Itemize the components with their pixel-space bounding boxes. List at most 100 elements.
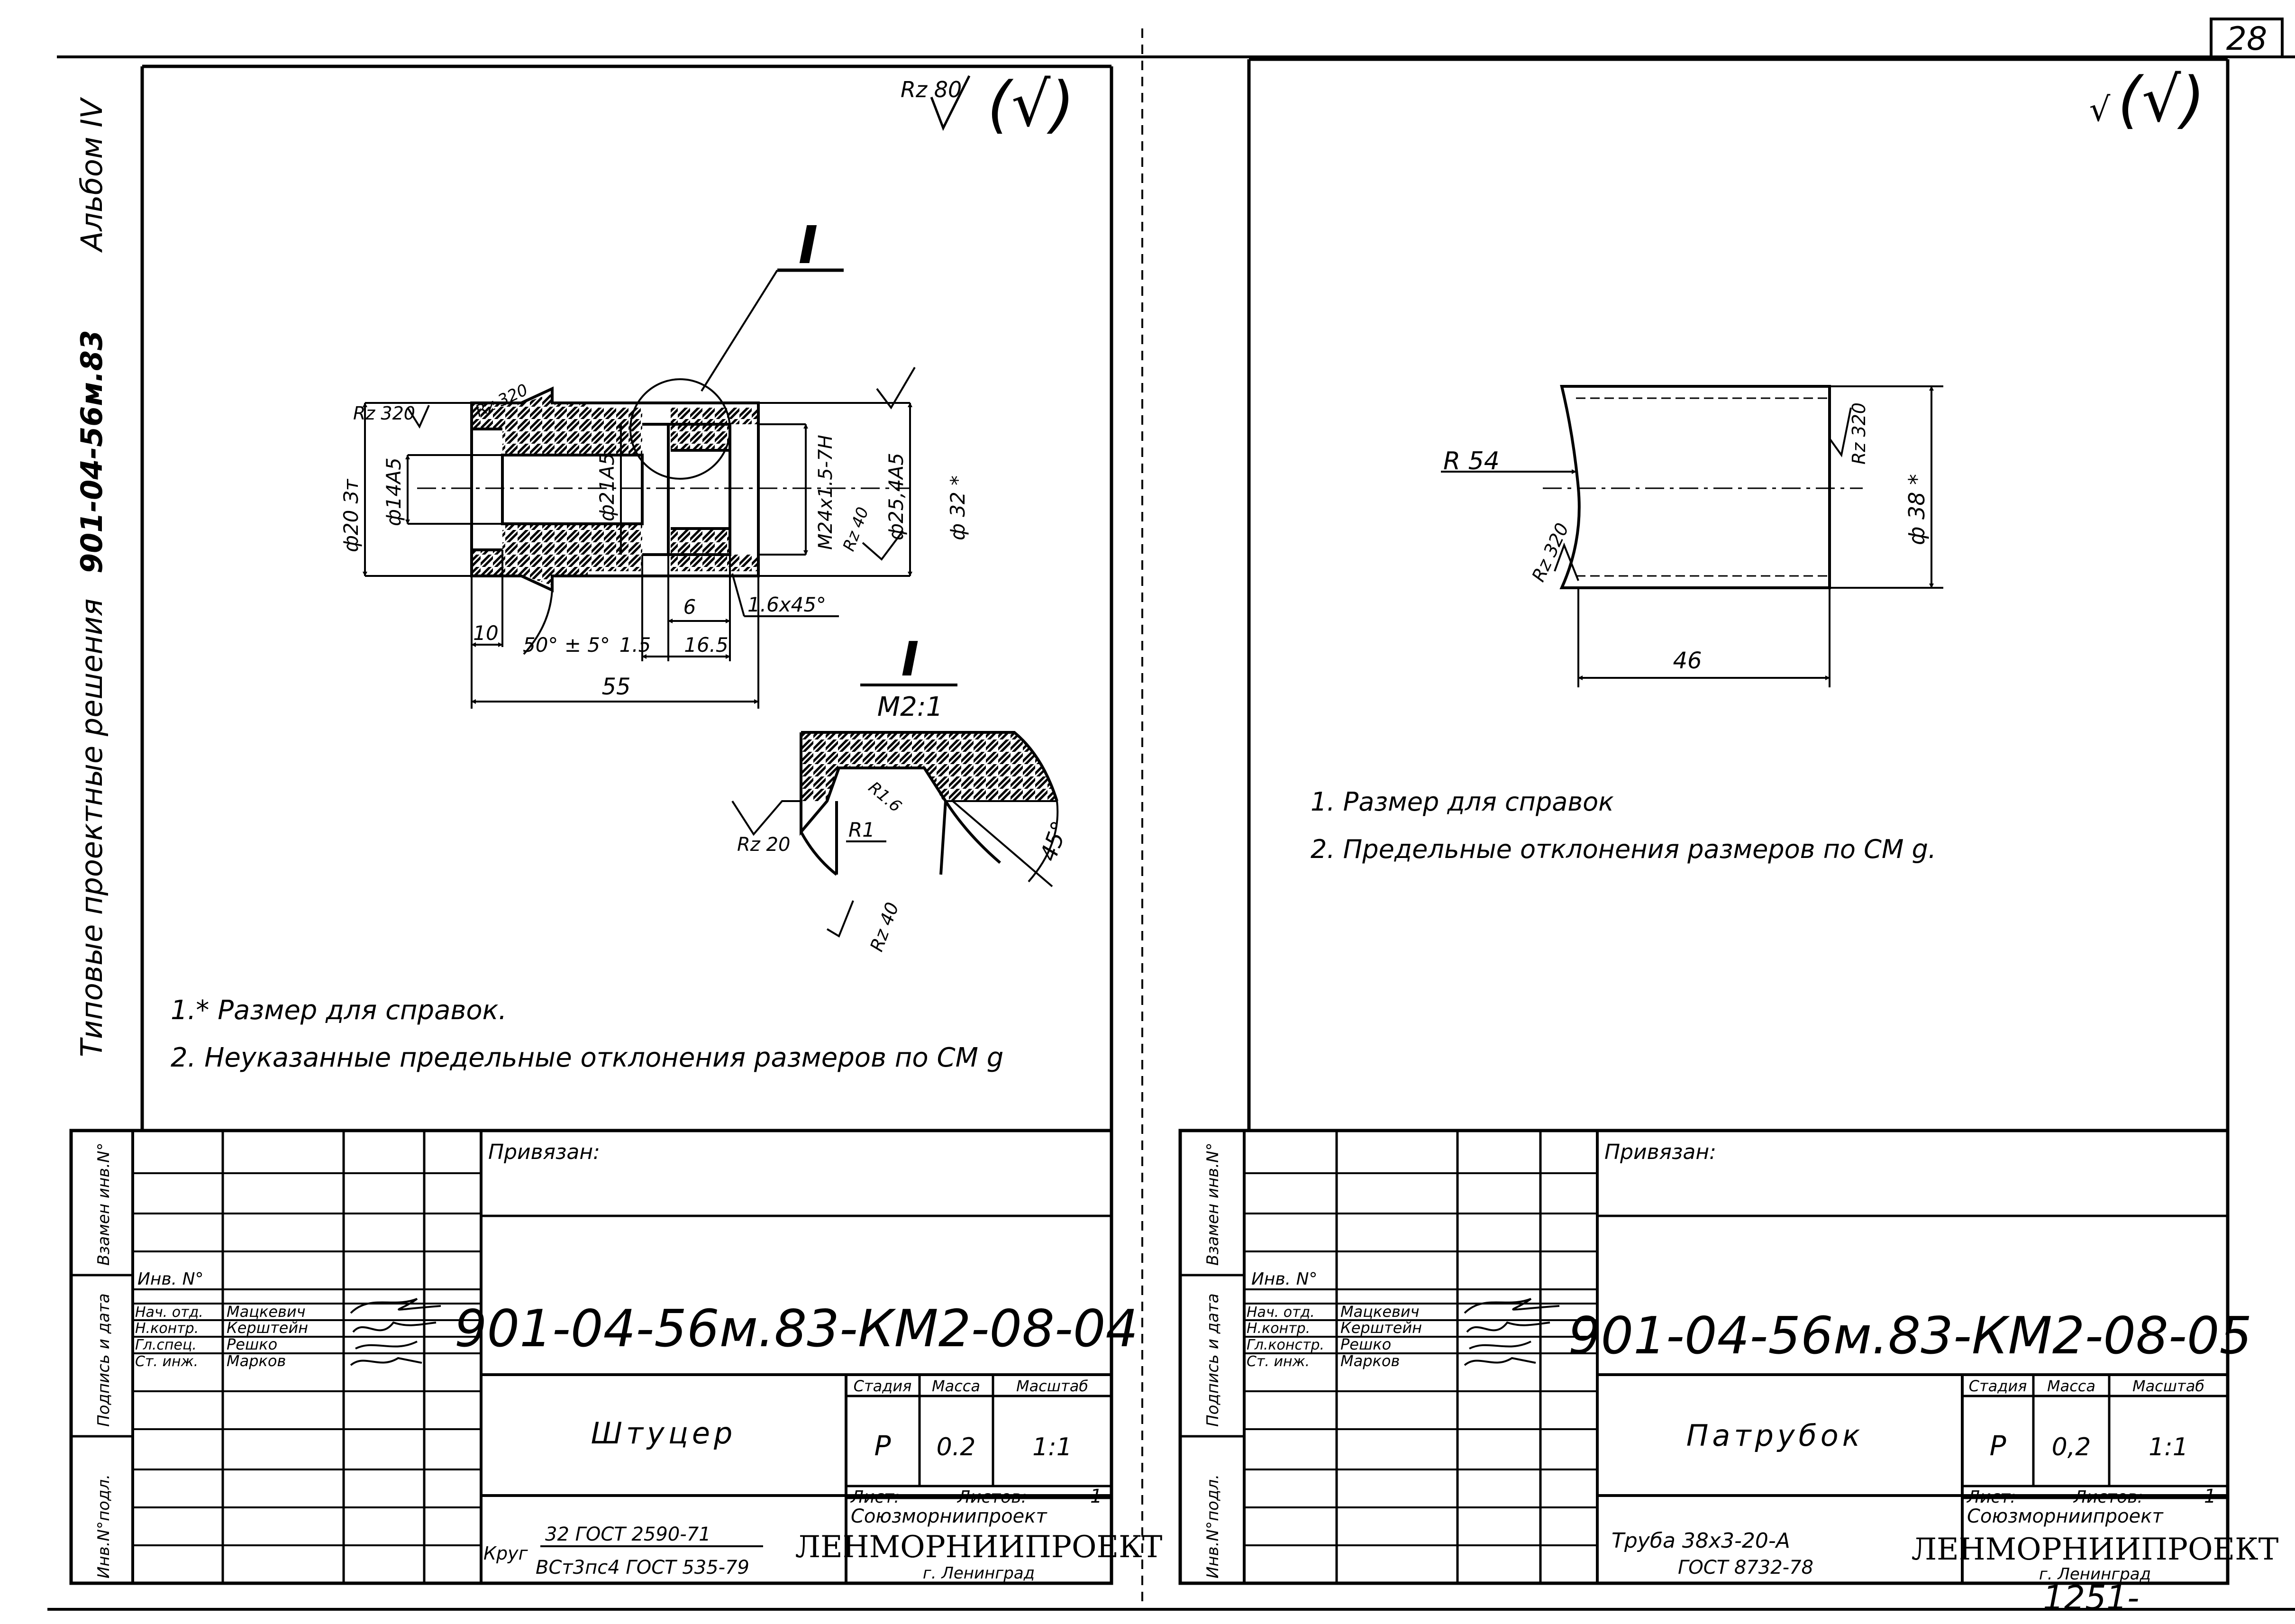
left-material-1: 32 ГОСТ 2590-71 bbox=[545, 1524, 711, 1545]
dim-len-6: 6 bbox=[683, 595, 696, 619]
dim-r54: R 54 bbox=[1443, 447, 1500, 475]
left-stage: Р bbox=[874, 1430, 891, 1462]
dim-chamfer: 1.6х45° bbox=[747, 593, 826, 616]
left-mass: 0.2 bbox=[937, 1433, 976, 1461]
right-stage-label: Стадия bbox=[1969, 1377, 2027, 1395]
section-marker: I bbox=[799, 215, 818, 275]
right-note-1: 1. Размер для справок bbox=[1311, 787, 1614, 817]
left-name-4: Марков bbox=[227, 1352, 286, 1370]
right-name-2: Керштейн bbox=[1340, 1319, 1422, 1337]
right-name-1: Мацкевич bbox=[1340, 1303, 1420, 1321]
left-role-2: Н.контр. bbox=[135, 1320, 199, 1337]
right-sheet-label: Лист: bbox=[1966, 1487, 2016, 1507]
left-org-2: ЛЕНМОРНИИПРОЕКТ bbox=[795, 1530, 1163, 1565]
right-sheets: 1 bbox=[2204, 1486, 2216, 1507]
detail-rz20: Rz 20 bbox=[737, 834, 790, 856]
right-stage: Р bbox=[1990, 1430, 2006, 1462]
dim-d32: ф 32 * bbox=[946, 475, 969, 540]
right-name-4: Марков bbox=[1340, 1352, 1400, 1370]
dim-d25: ф25,4А5 bbox=[884, 453, 908, 540]
dim-len-16-5: 16.5 bbox=[684, 633, 729, 657]
right-signatures bbox=[1464, 1298, 1560, 1366]
dim-len-10: 10 bbox=[473, 621, 498, 645]
right-general-mark: (√) bbox=[2118, 64, 2205, 136]
right-role-2: Н.контр. bbox=[1247, 1320, 1310, 1337]
right-role-1: Нач. отд. bbox=[1247, 1304, 1315, 1321]
left-mass-label: Масса bbox=[932, 1377, 980, 1395]
left-city: г. Ленинград bbox=[923, 1564, 1035, 1583]
detail-title: I bbox=[901, 631, 919, 687]
left-side-label-2: Подпись и дата bbox=[94, 1293, 113, 1427]
left-scale: 1:1 bbox=[1032, 1433, 1072, 1461]
dim-d21: ф21А5 bbox=[595, 453, 619, 521]
left-name-3: Решко bbox=[227, 1335, 277, 1353]
left-scale-label: Масштаб bbox=[1016, 1377, 1088, 1395]
right-role-3: Гл.констр. bbox=[1247, 1337, 1324, 1353]
detail-r1: R1 bbox=[848, 818, 875, 841]
left-general-mark: (√) bbox=[987, 68, 1075, 140]
right-mass: 0,2 bbox=[2052, 1433, 2091, 1461]
right-privyazan: Привязан: bbox=[1604, 1140, 1716, 1164]
left-part-name: Штуцер bbox=[591, 1416, 737, 1451]
detail-rz40: Rz 40 bbox=[866, 900, 903, 954]
right-doc-number: 901-04-56м.83-КМ2-08-05 bbox=[1568, 1306, 2252, 1366]
left-material-prefix: Круг bbox=[483, 1543, 528, 1564]
left-org-1: Союзморниипроект bbox=[851, 1505, 1047, 1527]
right-side-label-2: Подпись и дата bbox=[1203, 1293, 1222, 1427]
right-roughness-mark: √ bbox=[2089, 90, 2111, 129]
detail-scale: M2:1 bbox=[877, 692, 943, 722]
left-role-3: Гл.спец. bbox=[135, 1337, 197, 1353]
right-part-name: Патрубок bbox=[1686, 1418, 1864, 1453]
right-side-label-3: Инв.N°подл. bbox=[1203, 1474, 1222, 1578]
right-inv: Инв. N° bbox=[1251, 1269, 1318, 1289]
right-name-3: Решко bbox=[1340, 1335, 1391, 1353]
left-stage-label: Стадия bbox=[854, 1377, 912, 1395]
dim-angle: 50° ± 5° bbox=[523, 633, 610, 657]
left-note-1: 1.* Размер для справок. bbox=[171, 995, 507, 1026]
left-side-label-1: Взамен инв.N° bbox=[94, 1143, 113, 1266]
left-side-label-3: Инв.N°подл. bbox=[94, 1474, 113, 1578]
right-note-2: 2. Предельные отклонения размеров по СМ … bbox=[1311, 834, 1936, 864]
left-note-2: 2. Неуказанные предельные отклонения раз… bbox=[171, 1042, 1003, 1073]
detail-r16: R1.6 bbox=[865, 778, 905, 816]
right-scale-label: Масштаб bbox=[2132, 1377, 2204, 1395]
rz-320-right: Rz 320 bbox=[1849, 402, 1869, 465]
detail-view bbox=[800, 731, 1058, 887]
left-sheet: Rz 80 (√) I ф20 Зт ф14А5 ф21А5 M24х1.5-7… bbox=[69, 64, 1163, 1585]
album-prefix: Типовые проектные решения bbox=[74, 599, 109, 1057]
right-org-2: ЛЕНМОРНИИПРОЕКТ bbox=[1912, 1532, 2279, 1567]
right-city: г. Ленинград bbox=[2039, 1565, 2151, 1584]
left-name-1: Мацкевич bbox=[227, 1303, 306, 1321]
right-scale: 1:1 bbox=[2149, 1433, 2188, 1461]
left-inv: Инв. N° bbox=[137, 1269, 204, 1289]
right-role-4: Ст. инж. bbox=[1247, 1353, 1310, 1370]
dim-d14: ф14А5 bbox=[382, 457, 405, 526]
right-material-1: Труба 38х3-20-А bbox=[1612, 1529, 1790, 1553]
right-material-2: ГОСТ 8732-78 bbox=[1678, 1557, 1813, 1578]
dim-thread: M24х1.5-7H bbox=[815, 435, 837, 550]
right-org-1: Союзморниипроект bbox=[1967, 1505, 2164, 1527]
left-signatures bbox=[350, 1298, 441, 1366]
dim-d38: ф 38 * bbox=[1904, 474, 1930, 545]
dim-len-46: 46 bbox=[1673, 648, 1702, 674]
sheet-stamp: 1251- bbox=[2043, 1578, 2139, 1617]
dim-d20: ф20 Зт bbox=[339, 478, 363, 552]
album-strip: Типовые проектные решения 901-04-56м.83 … bbox=[74, 96, 109, 1057]
right-side-label-1: Взамен инв.N° bbox=[1203, 1143, 1222, 1266]
page-number-box bbox=[2210, 18, 2284, 58]
left-sheet-label: Лист: bbox=[850, 1487, 900, 1507]
dim-len-55: 55 bbox=[601, 674, 630, 700]
right-sheets-label: Листов: bbox=[2073, 1487, 2143, 1507]
left-name-2: Керштейн bbox=[227, 1319, 308, 1337]
album-code: 901-04-56м.83 bbox=[74, 330, 109, 574]
left-material-2: ВСт3пс4 ГОСТ 535-79 bbox=[536, 1557, 749, 1578]
pipe-view bbox=[1543, 385, 1863, 589]
detail-angle: 45° bbox=[1035, 818, 1074, 865]
right-title-block bbox=[1178, 1129, 2230, 1585]
rz-320-outer: Rz 320 bbox=[353, 403, 415, 424]
album-number: Альбом IV bbox=[74, 96, 109, 253]
left-privyazan: Привязан: bbox=[488, 1140, 600, 1164]
right-sheet: √ (√) R 54 Rz 320 Rz 320 ф 38 * 46 1. Ра… bbox=[1178, 57, 2279, 1585]
left-doc-number: 901-04-56м.83-КМ2-08-04 bbox=[455, 1299, 1138, 1359]
